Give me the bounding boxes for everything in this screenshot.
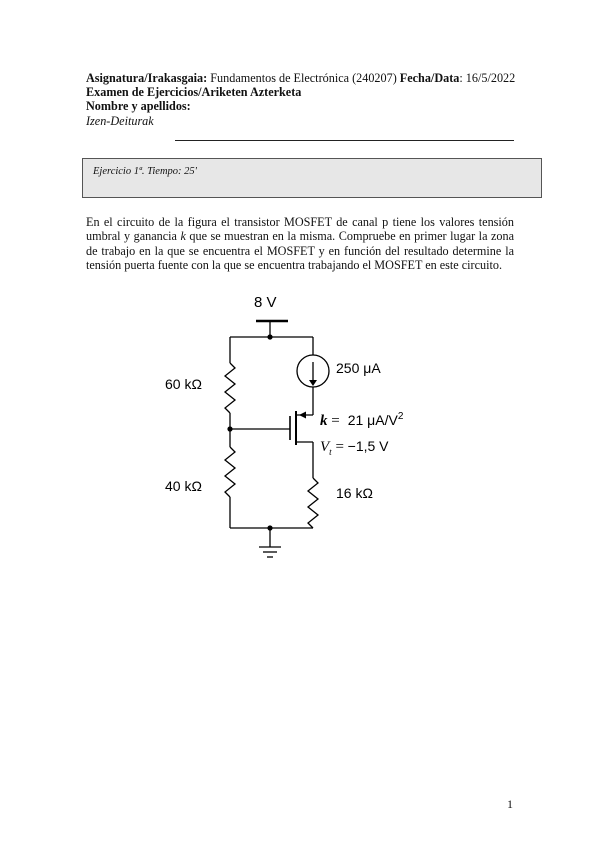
r-drain-label: 16 kΩ (336, 485, 373, 501)
header-asignatura-line: Asignatura/Irakasgaia: Fundamentos de El… (86, 71, 515, 85)
node-dot-bottom (267, 525, 273, 531)
supply-label: 8 V (254, 294, 277, 311)
k-variable: k (180, 229, 186, 244)
izen-label: Izen-Deiturak (86, 114, 154, 128)
mosfet-source-arrow (299, 411, 306, 419)
asignatura-value: Fundamentos de Electrónica (240207) (210, 71, 397, 85)
k-exponent: 2 (398, 411, 404, 422)
k-value: 21 μA/V (348, 412, 399, 428)
vt-parameter: Vt = −1,5 V (320, 438, 389, 457)
node-dot-gate (227, 426, 233, 432)
problem-text-1: En el circuito de la figura el transisto… (86, 215, 514, 244)
exercise-box: Ejercicio 1ª. Tiempo: 25' (82, 158, 542, 198)
examen-title: Examen de Ejercicios/Ariketen Azterketa (86, 85, 302, 99)
asignatura-label: Asignatura/Irakasgaia: (86, 71, 208, 85)
nombre-label: Nombre y apellidos: (86, 99, 191, 113)
resistor-60k (223, 362, 237, 414)
k-equals: = (328, 413, 340, 429)
k-symbol: k (320, 413, 328, 429)
resistor-40k (223, 446, 237, 498)
current-source-label: 250 μA (336, 360, 381, 376)
problem-text-2: que se muestran en la misma. Compruebe e… (86, 229, 515, 273)
fecha-value: : 16/5/2022 (459, 71, 516, 85)
problem-statement: En el circuito de la figura el transisto… (86, 215, 514, 273)
current-arrow-head (309, 380, 317, 386)
circuit-diagram: 8 V 250 μA 60 kΩ 40 kΩ 16 kΩ k =21 μA/V2… (165, 294, 404, 558)
k-parameter: k = 21 μA/V2 (320, 411, 404, 429)
r-bottom-label: 40 kΩ (165, 478, 202, 494)
page-number: 1 (507, 797, 513, 811)
fecha-label: Fecha/Data (399, 71, 460, 85)
resistor-16k (306, 477, 320, 529)
r-top-label: 60 kΩ (165, 376, 202, 392)
vt-equals: = (332, 439, 348, 455)
vt-subscript: t (329, 447, 332, 457)
vt-value: −1,5 V (348, 438, 390, 454)
node-dot-top (267, 334, 273, 340)
name-signature-line (175, 140, 514, 141)
vt-symbol: V (320, 439, 331, 455)
exercise-label: Ejercicio 1ª. Tiempo: 25' (93, 166, 197, 177)
